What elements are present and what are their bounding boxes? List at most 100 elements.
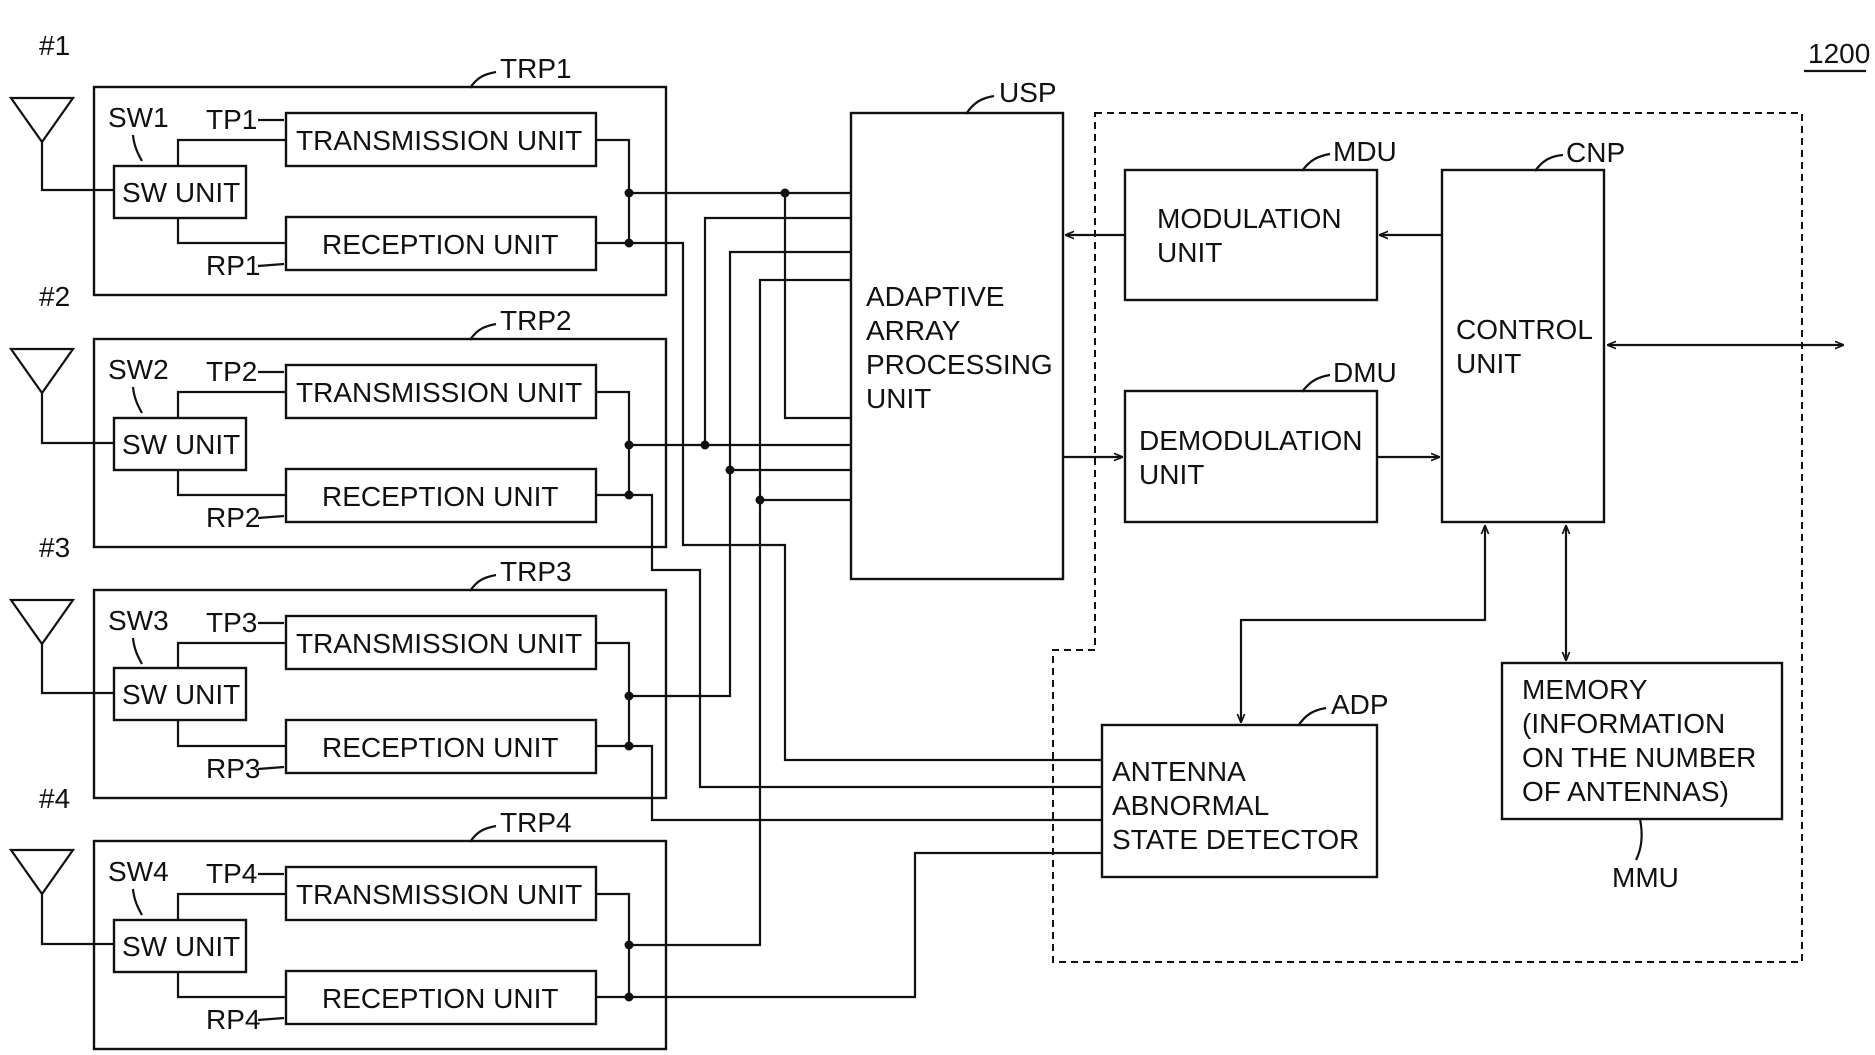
tp3-label: TP3 bbox=[206, 607, 257, 638]
tp2-transmission-unit-label: TRANSMISSION UNIT bbox=[296, 377, 582, 408]
usp-text-line-4: UNIT bbox=[866, 383, 931, 414]
tp3-transmission-unit-label: TRANSMISSION UNIT bbox=[296, 628, 582, 659]
junction-dot bbox=[625, 993, 634, 1002]
rp4-reception-unit-label: RECEPTION UNIT bbox=[322, 983, 558, 1014]
trp3-tx-to-node bbox=[596, 643, 629, 696]
sw3-to-tp3 bbox=[178, 643, 286, 668]
trp3-block: TRP3 SW3 SW UNIT TP3 TRANSMISSION UNIT R… bbox=[94, 556, 666, 798]
adp-label: ADP bbox=[1331, 689, 1389, 720]
cnp-block: CNP CONTROL UNIT bbox=[1442, 137, 1625, 522]
tp1-transmission-unit-label: TRANSMISSION UNIT bbox=[296, 125, 582, 156]
sw4-unit-label: SW UNIT bbox=[122, 931, 240, 962]
junction-dot bbox=[726, 466, 735, 475]
rp1-reception-unit-label: RECEPTION UNIT bbox=[322, 229, 558, 260]
sw2-to-tp2 bbox=[178, 392, 286, 418]
mdu-leader bbox=[1302, 154, 1330, 171]
sw1-label: SW1 bbox=[108, 102, 169, 133]
mdu-box bbox=[1125, 170, 1377, 300]
antenna-4: #4 bbox=[11, 783, 114, 944]
mdu-text-line-1: MODULATION bbox=[1157, 203, 1342, 234]
adp-leader bbox=[1298, 708, 1326, 726]
sw3-to-rp3 bbox=[178, 720, 286, 746]
junction-dot bbox=[625, 742, 634, 751]
tp2-label: TP2 bbox=[206, 356, 257, 387]
sw4-leader bbox=[133, 889, 142, 915]
antenna-2-label: #2 bbox=[39, 281, 70, 312]
usp-label: USP bbox=[999, 77, 1057, 108]
antenna-3: #3 bbox=[11, 532, 114, 693]
sw1-to-rp1 bbox=[178, 218, 286, 243]
antenna-2-icon bbox=[11, 349, 114, 443]
cnp-text-line-2: UNIT bbox=[1456, 348, 1521, 379]
rp3-label: RP3 bbox=[206, 753, 260, 784]
rp4-label: RP4 bbox=[206, 1004, 260, 1035]
trp3-bus bbox=[629, 252, 851, 696]
rp3-reception-unit-label: RECEPTION UNIT bbox=[322, 732, 558, 763]
mdu-label: MDU bbox=[1333, 136, 1397, 167]
mmu-text-line-3: ON THE NUMBER bbox=[1522, 742, 1756, 773]
dmu-leader bbox=[1302, 375, 1330, 392]
dmu-text-line-1: DEMODULATION bbox=[1139, 425, 1363, 456]
antenna-2: #2 bbox=[11, 281, 114, 443]
mdu-text-line-2: UNIT bbox=[1157, 237, 1222, 268]
mmu-label: MMU bbox=[1612, 862, 1679, 893]
usp-box bbox=[851, 113, 1063, 579]
dmu-text-line-2: UNIT bbox=[1139, 459, 1204, 490]
sw3-label: SW3 bbox=[108, 605, 169, 636]
trp1-tx-to-node bbox=[596, 140, 629, 193]
rp2-leader bbox=[258, 516, 284, 518]
trp2-label: TRP2 bbox=[500, 305, 572, 336]
bus-vertical-a bbox=[785, 193, 851, 418]
adp-text-line-1: ANTENNA bbox=[1112, 756, 1246, 787]
trp4-rx-tap bbox=[629, 853, 1102, 997]
trp2-leader bbox=[470, 324, 496, 340]
trp2-tx-to-node bbox=[596, 392, 629, 445]
junction-dot bbox=[701, 441, 710, 450]
cnp-leader bbox=[1535, 155, 1563, 171]
sw2-unit-label: SW UNIT bbox=[122, 429, 240, 460]
mmu-text-line-1: MEMORY bbox=[1522, 674, 1648, 705]
rp2-label: RP2 bbox=[206, 502, 260, 533]
sw1-leader bbox=[133, 135, 142, 161]
tp4-transmission-unit-label: TRANSMISSION UNIT bbox=[296, 879, 582, 910]
sw4-label: SW4 bbox=[108, 856, 169, 887]
rp1-label: RP1 bbox=[206, 250, 260, 281]
dmu-box bbox=[1125, 391, 1377, 522]
sw4-to-rp4 bbox=[178, 972, 286, 997]
junction-dot bbox=[625, 941, 634, 950]
sw1-unit-label: SW UNIT bbox=[122, 177, 240, 208]
trp3-leader bbox=[470, 575, 496, 591]
trp4-block: TRP4 SW4 SW UNIT TP4 TRANSMISSION UNIT R… bbox=[94, 807, 666, 1049]
trp4-rx-to-node bbox=[596, 945, 629, 997]
sw3-leader bbox=[133, 638, 142, 664]
rp3-leader bbox=[258, 767, 284, 769]
cnp-text-line-1: CONTROL bbox=[1456, 314, 1593, 345]
antenna-3-icon bbox=[11, 600, 114, 693]
sw2-to-rp2 bbox=[178, 470, 286, 495]
usp-text-line-1: ADAPTIVE bbox=[866, 281, 1004, 312]
sw3-unit-label: SW UNIT bbox=[122, 679, 240, 710]
antenna-3-label: #3 bbox=[39, 532, 70, 563]
adp-block: ADP ANTENNA ABNORMAL STATE DETECTOR bbox=[1102, 689, 1389, 877]
trp2-block: TRP2 SW2 SW UNIT TP2 TRANSMISSION UNIT R… bbox=[94, 305, 666, 547]
junction-dot bbox=[625, 692, 634, 701]
antenna-1-label: #1 bbox=[39, 30, 70, 61]
mdu-block: MDU MODULATION UNIT bbox=[1125, 136, 1397, 300]
usp-leader bbox=[966, 96, 994, 114]
sw2-label: SW2 bbox=[108, 354, 169, 385]
rp4-leader bbox=[258, 1018, 284, 1020]
junction-dot bbox=[625, 189, 634, 198]
figure-number: 1200 bbox=[1808, 38, 1870, 69]
tp1-label: TP1 bbox=[206, 104, 257, 135]
junction-dot bbox=[756, 496, 765, 505]
mmu-text-line-4: OF ANTENNAS) bbox=[1522, 776, 1729, 807]
tp4-label: TP4 bbox=[206, 858, 257, 889]
usp-text-line-3: PROCESSING bbox=[866, 349, 1053, 380]
antenna-1: #1 bbox=[11, 30, 114, 190]
adp-text-line-2: ABNORMAL bbox=[1112, 790, 1269, 821]
dmu-block: DMU DEMODULATION UNIT bbox=[1125, 357, 1397, 522]
trp3-rx-to-node bbox=[596, 696, 629, 746]
trp1-leader bbox=[470, 72, 496, 88]
junction-dot bbox=[625, 441, 634, 450]
